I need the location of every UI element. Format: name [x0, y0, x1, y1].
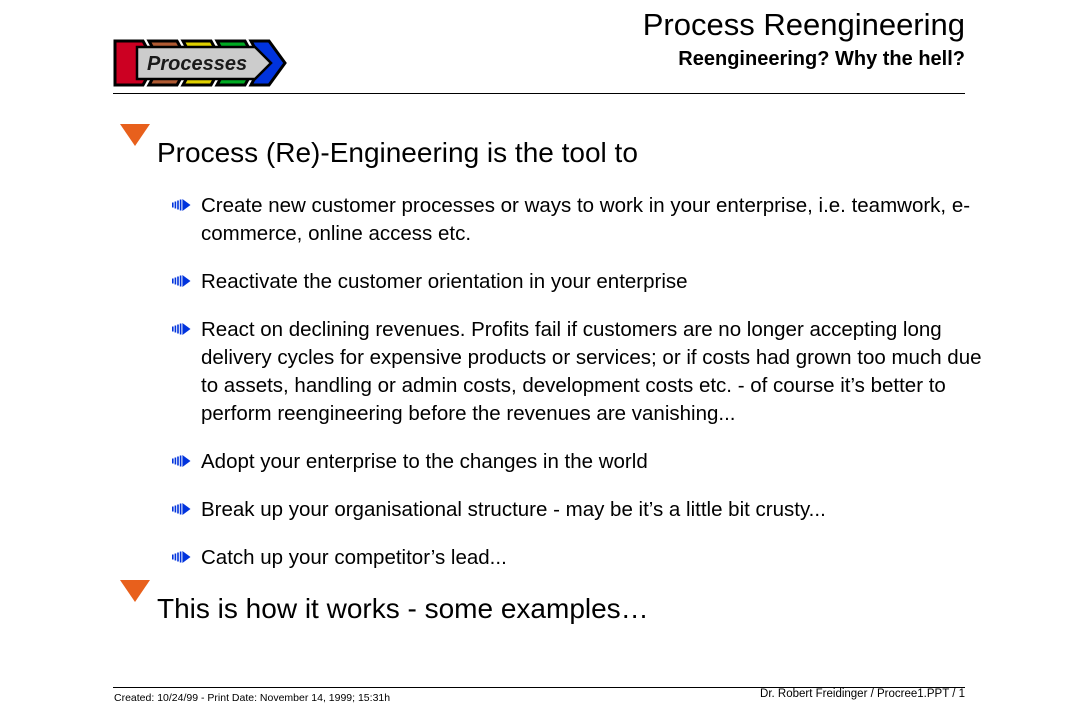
arrow-right-icon: [172, 274, 192, 292]
list-item: Break up your organisational structure -…: [0, 496, 1079, 524]
footer-divider: [113, 687, 965, 688]
list-item: Adopt your enterprise to the changes in …: [0, 448, 1079, 476]
arrow-right-icon: [172, 454, 192, 472]
slide-header: Processes Process Reengineering Reengine…: [0, 0, 1079, 100]
list-item-text: Reactivate the customer orientation in y…: [201, 270, 688, 293]
list-item: React on declining revenues. Profits fai…: [0, 316, 1079, 428]
arrow-right-icon: [172, 198, 192, 216]
list-item: Reactivate the customer orientation in y…: [0, 268, 1079, 296]
list-item-text: Catch up your competitor’s lead...: [201, 546, 507, 569]
triangle-down-icon: [120, 580, 150, 620]
list-item-text: Adopt your enterprise to the changes in …: [201, 450, 648, 473]
slide-content: Process (Re)-Engineering is the tool to …: [0, 124, 1079, 626]
list-item: Catch up your competitor’s lead...: [0, 544, 1079, 572]
processes-logo: Processes: [113, 37, 293, 89]
footer-author-info: Dr. Robert Freidinger / Procree1.PPT / 1: [760, 688, 965, 700]
arrow-right-icon: [172, 502, 192, 520]
header-divider: [113, 93, 965, 94]
page-subtitle: Reengineering? Why the hell?: [678, 48, 965, 70]
chevron-stack-icon: Processes: [113, 39, 287, 87]
section-heading-text: This is how it works - some examples…: [157, 593, 649, 624]
logo-label: Processes: [147, 53, 247, 75]
bullet-list-1: Create new customer processes or ways to…: [0, 192, 1079, 572]
footer-created-info: Created: 10/24/99 - Print Date: November…: [114, 692, 391, 704]
slide-footer: Created: 10/24/99 - Print Date: November…: [0, 683, 1079, 719]
arrow-right-icon: [172, 322, 192, 340]
section-heading-1: Process (Re)-Engineering is the tool to: [0, 124, 1079, 170]
section-heading-2: This is how it works - some examples…: [0, 580, 1079, 626]
page-title: Process Reengineering: [642, 7, 965, 42]
list-item-text: Create new customer processes or ways to…: [201, 194, 971, 245]
list-item: Create new customer processes or ways to…: [0, 192, 1079, 248]
section-heading-text: Process (Re)-Engineering is the tool to: [157, 137, 638, 168]
list-item-text: Break up your organisational structure -…: [201, 498, 826, 521]
arrow-right-icon: [172, 550, 192, 568]
title-block: Process Reengineering Reengineering? Why…: [345, 6, 965, 72]
triangle-down-icon: [120, 124, 150, 164]
list-item-text: React on declining revenues. Profits fai…: [201, 318, 982, 425]
